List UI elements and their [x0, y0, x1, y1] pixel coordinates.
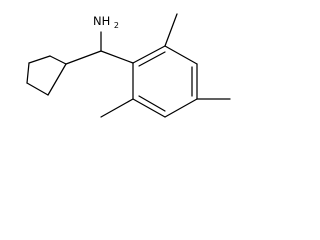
bond [164, 13, 178, 47]
methyl-groups [100, 13, 231, 118]
cyclopentyl-ring [26, 55, 67, 96]
double-bond-inner [138, 51, 166, 67]
bond [132, 98, 166, 118]
amine-label-subscript: 2 [114, 21, 119, 30]
methine-bonds [65, 31, 134, 65]
bond [164, 98, 198, 118]
bond [28, 55, 51, 64]
bond [100, 98, 134, 118]
bond [65, 50, 102, 65]
structure-canvas: NH 2 [0, 0, 244, 132]
bond [100, 50, 134, 64]
aryl-ring [132, 45, 198, 118]
amine-label: NH 2 [93, 14, 119, 30]
molecule-drawing: NH 2 [26, 13, 231, 118]
bond [47, 63, 67, 96]
bond [49, 55, 67, 65]
bond [132, 45, 166, 64]
bond [164, 45, 198, 65]
bond [26, 62, 30, 84]
amine-label-main: NH [93, 14, 110, 28]
bond [26, 82, 49, 96]
double-bond-inner [138, 95, 166, 112]
